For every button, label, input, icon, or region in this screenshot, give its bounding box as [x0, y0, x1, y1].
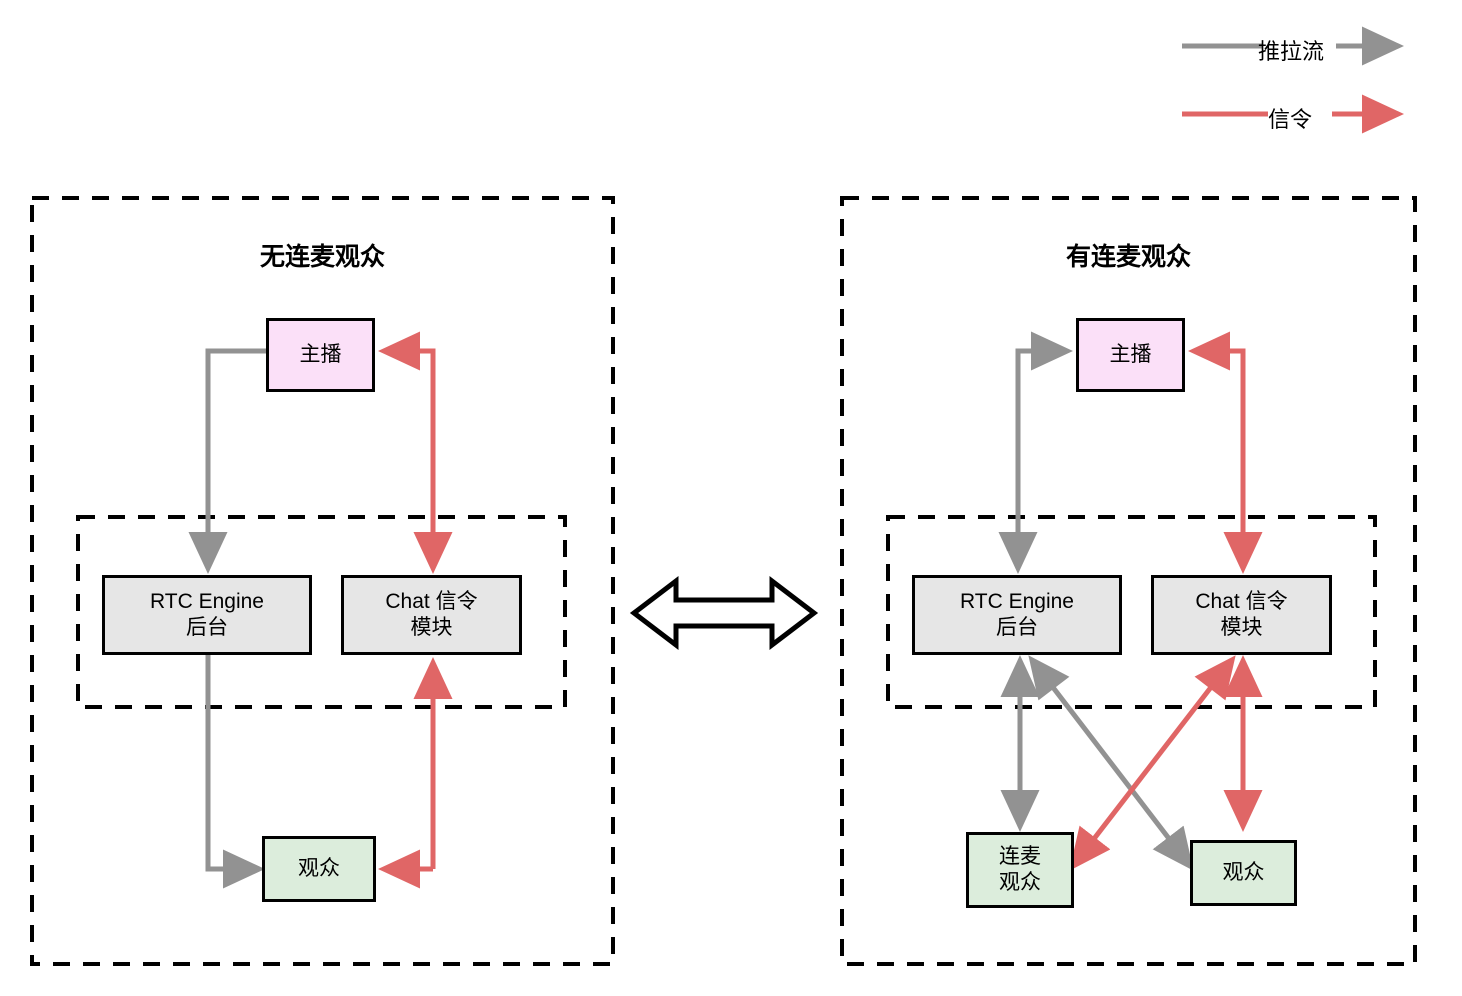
right-node-chat-module[interactable]: Chat 信令 模块	[1151, 575, 1332, 655]
left-node-viewer[interactable]: 观众	[262, 836, 376, 902]
right-node-viewer[interactable]: 观众	[1190, 840, 1297, 906]
center-double-arrow-icon	[629, 575, 819, 651]
legend-label-signal: 信令	[1268, 107, 1313, 132]
legend-label-stream: 推拉流	[1258, 39, 1325, 64]
edge-right-diagonal-signal	[1069, 655, 1236, 871]
left-node-chat-module[interactable]: Chat 信令 模块	[341, 575, 522, 655]
right-panel-outer-boundary	[840, 196, 1417, 966]
right-node-host[interactable]: 主播	[1076, 318, 1185, 392]
edge-right-host-rtc	[998, 331, 1074, 575]
right-panel-title: 有连麦观众	[1065, 243, 1191, 271]
edge-left-host-to-rtc	[188, 348, 266, 575]
left-panel-title: 无连麦观众	[259, 243, 385, 271]
edge-right-chat-host	[1187, 331, 1263, 575]
edge-left-rtc-to-viewer	[205, 655, 266, 889]
left-panel-outer-boundary	[30, 196, 615, 966]
right-panel-inner-boundary	[886, 515, 1377, 709]
right-node-rtc-engine[interactable]: RTC Engine 后台	[912, 575, 1122, 655]
edge-left-chat-to-host	[377, 331, 453, 575]
right-node-coviewer[interactable]: 连麦 观众	[966, 832, 1074, 908]
left-node-host[interactable]: 主播	[266, 318, 375, 392]
left-panel-inner-boundary	[76, 515, 567, 709]
left-node-rtc-engine[interactable]: RTC Engine 后台	[102, 575, 312, 655]
